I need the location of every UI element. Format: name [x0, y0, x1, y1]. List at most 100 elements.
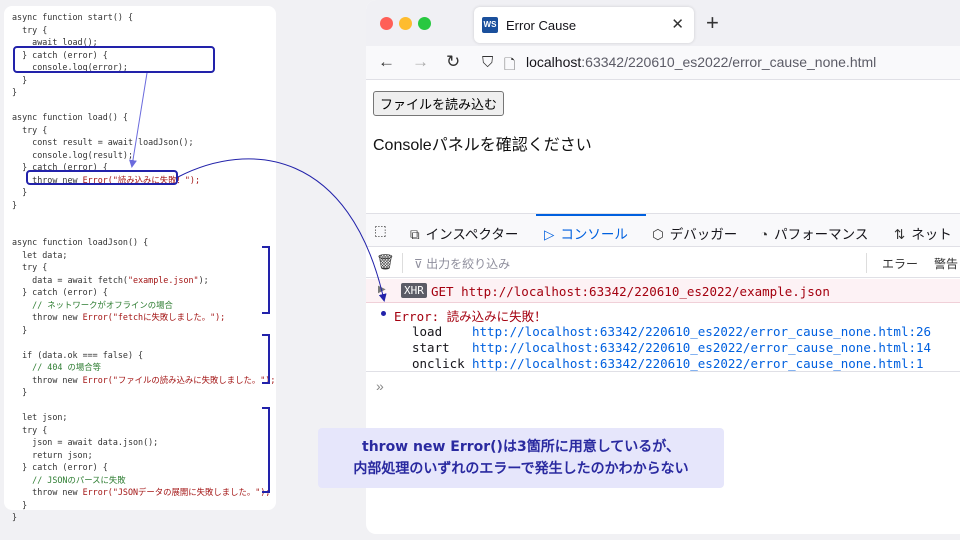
tab-network[interactable]: ⇅ ネット [894, 223, 952, 243]
code-token: async function load() { [12, 112, 128, 122]
code-token: try { [12, 24, 48, 35]
active-tab-indicator [536, 214, 646, 216]
code-line: } [12, 86, 275, 99]
code-line: } [12, 74, 275, 87]
xhr-badge: XHR [401, 283, 427, 298]
code-token: Error("読み込みに失敗！"); [82, 174, 201, 185]
code-line: } [12, 186, 275, 199]
url-bar[interactable]: localhost:63342/220610_es2022/error_caus… [526, 54, 876, 70]
back-icon[interactable]: ← [378, 52, 395, 71]
code-line [12, 99, 275, 112]
expand-icon[interactable]: ▶ [378, 284, 386, 295]
code-token: console.log(result); [12, 149, 134, 160]
trash-icon[interactable]: 🗑 [376, 254, 396, 271]
filter-input[interactable]: ⊽ 出力を絞り込み [414, 257, 511, 271]
tab-performance[interactable]: ◔パフォーマンス [760, 223, 868, 243]
tab-inspector[interactable]: ⧉ インスペクター [410, 223, 518, 243]
title-bar: WS Error Cause ✕ + [366, 0, 960, 46]
network-icon: ⇅ [894, 227, 906, 242]
maximize-window-button[interactable] [418, 17, 431, 30]
minimize-window-button[interactable] [399, 17, 412, 30]
console-icon: ▷ [544, 227, 555, 242]
code-line: } [12, 199, 275, 212]
shield-icon[interactable]: ⛉ [482, 54, 494, 71]
nav-bar: ← → ↻ ⛉ 🗋 localhost:63342/220610_es2022/… [366, 46, 960, 80]
code-line: async function start() { [12, 11, 275, 24]
stack-link[interactable]: http://localhost:63342/220610_es2022/err… [472, 324, 932, 339]
code-line: // JSONのパースに失敗 [12, 474, 275, 487]
code-token: "example.json" [127, 274, 199, 285]
divider [402, 253, 403, 273]
tab-label: ネット [911, 227, 952, 242]
code-token: async function loadJson() { [12, 237, 149, 247]
level-errors[interactable]: エラー [882, 257, 919, 271]
throw-highlight [26, 170, 178, 185]
code-token: if (data.ok === false) { [12, 349, 144, 360]
code-token: try { [12, 124, 48, 135]
webstorm-icon: WS [482, 17, 498, 33]
tab-debugger[interactable]: ⬡デバッガー [652, 223, 737, 243]
page-icon[interactable]: 🗋 [504, 56, 516, 72]
catch-log-highlight [13, 46, 215, 73]
tab-error-cause[interactable]: WS Error Cause ✕ [474, 7, 694, 43]
load-file-button[interactable]: ファイルを読み込む [373, 91, 505, 116]
code-token: throw new [12, 374, 83, 385]
code-token: try { [12, 424, 48, 435]
close-window-button[interactable] [380, 17, 393, 30]
code-token: const result = await loadJson(); [12, 137, 194, 147]
code-token: } catch (error) { [12, 162, 108, 172]
stack-link[interactable]: http://localhost:63342/220610_es2022/err… [472, 340, 932, 355]
tab-label: インスペクター [425, 227, 519, 242]
code-token: } catch (error) { [12, 287, 108, 297]
code-token: } [12, 324, 28, 335]
code-line: } catch (error) { [12, 161, 275, 174]
devtools-tabs: ⬚ ⧉ インスペクター ▷ コンソール ⬡デバッガー ◔パフォーマンス ⇅ ネット [366, 213, 960, 247]
forward-icon[interactable]: → [412, 52, 429, 71]
code-line: try { [12, 124, 275, 137]
tab-label: コンソール [560, 227, 628, 242]
code-token: throw new [12, 312, 83, 322]
console-filter-bar: 🗑 ⊽ 出力を絞り込み エラー 警告 [366, 248, 960, 278]
code-token: } [12, 387, 28, 397]
code-line: } [12, 511, 275, 524]
new-tab-icon[interactable]: + [706, 10, 719, 35]
stack-link[interactable]: http://localhost:63342/220610_es2022/err… [472, 356, 924, 371]
code-token: console.log(error); [12, 62, 128, 72]
code-line: } catch (error) { [12, 461, 275, 474]
code-line: } [12, 499, 275, 512]
code-line: if (data.ok === false) { [12, 349, 275, 362]
code-line: const result = await loadJson(); [12, 136, 275, 149]
tab-picker[interactable]: ⬚ [374, 223, 393, 239]
code-token: } [12, 512, 18, 522]
level-warnings[interactable]: 警告 [934, 257, 959, 271]
close-tab-icon[interactable]: ✕ [671, 16, 684, 33]
code-token: data = await fetch( [12, 274, 128, 285]
code-line: json = await data.json(); [12, 436, 275, 449]
code-token: // JSONのパースに失敗 [12, 474, 126, 485]
code-line: throw new Error("読み込みに失敗！"); [12, 174, 275, 187]
code-token: try { [12, 262, 48, 272]
code-token: // ネットワークがオフラインの場合 [12, 299, 173, 310]
stack-fn: onclick [412, 356, 465, 371]
xhr-log-row[interactable]: ▶ XHR GET http://localhost:63342/220610_… [366, 279, 960, 303]
code-line: // ネットワークがオフラインの場合 [12, 299, 275, 312]
code-token: ); [198, 274, 209, 285]
code-line [12, 336, 275, 349]
console-prompt-icon[interactable]: » [376, 378, 384, 394]
code-token: Error("JSONデータの展開に失敗しました。"); [82, 487, 271, 497]
code-line: let data; [12, 249, 275, 262]
code-line: async function load() { [12, 111, 275, 124]
code-line: async function loadJson() { [12, 236, 275, 249]
filter-placeholder: 出力を絞り込み [426, 257, 511, 271]
code-token: throw new [12, 174, 83, 185]
code-line: throw new Error("fetchに失敗しました。"); [12, 311, 275, 324]
code-line: } [12, 386, 275, 399]
inspector-icon: ⧉ [410, 227, 420, 242]
url-path: :63342/220610_es2022/error_cause_none.ht… [581, 54, 877, 70]
element-picker-icon: ⬚ [374, 223, 387, 238]
reload-icon[interactable]: ↻ [446, 52, 461, 71]
tab-console[interactable]: ▷ コンソール [544, 223, 628, 243]
code-line: await load(); [12, 36, 275, 49]
code-token: async function start() { [12, 12, 134, 22]
code-token: await load(); [12, 37, 98, 47]
